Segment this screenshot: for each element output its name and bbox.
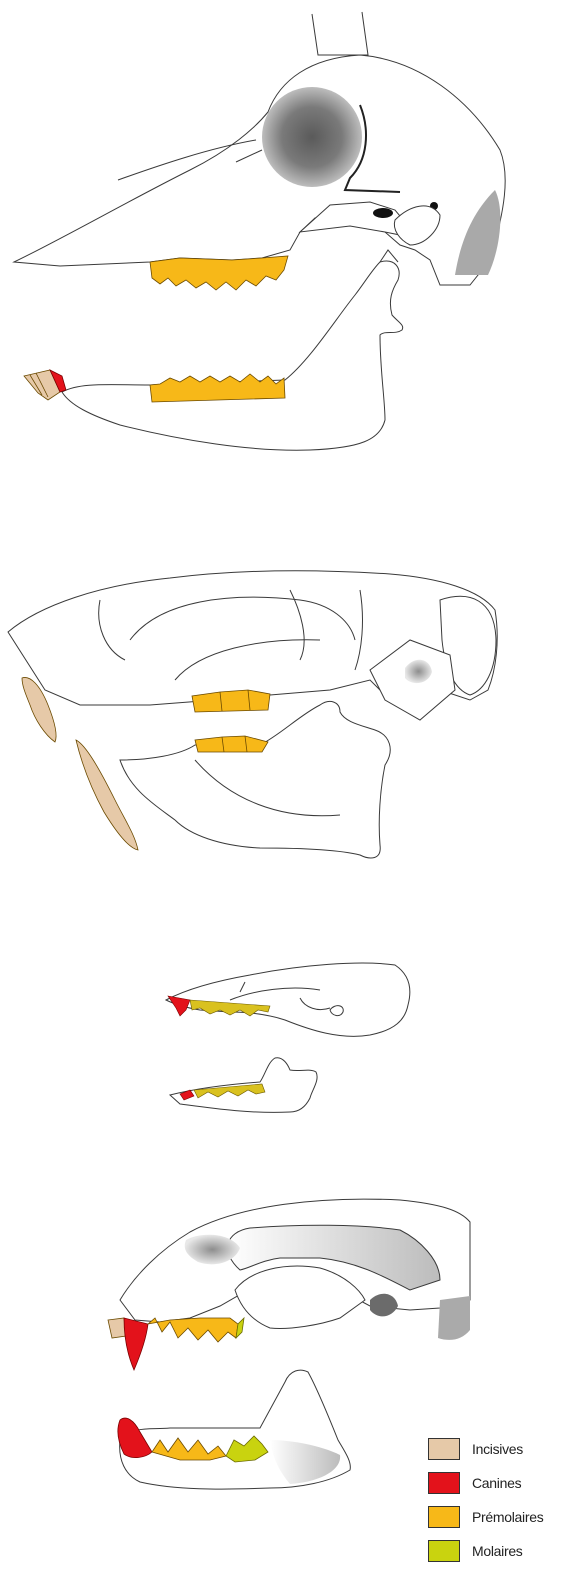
- rodent-mandible: [120, 701, 390, 858]
- legend-label: Prémolaires: [472, 1509, 543, 1525]
- carnivore-upper-premolars: [148, 1318, 238, 1342]
- incisor-swatch-icon: [428, 1438, 460, 1460]
- herbivore-mandible: [62, 261, 403, 450]
- small-cranium: [166, 963, 410, 1036]
- legend-item-premolaires: Prémolaires: [428, 1500, 580, 1534]
- carnivore-upper-molars: [236, 1318, 244, 1338]
- orbit: [262, 87, 362, 187]
- legend-label: Molaires: [472, 1543, 523, 1559]
- carnivore-skull: [108, 1199, 470, 1489]
- legend-label: Incisives: [472, 1441, 523, 1457]
- small-skull: [166, 963, 410, 1112]
- lower-incisor: [76, 740, 138, 850]
- herbivore-skull: [14, 12, 505, 450]
- dental-legend: Incisives Canines Prémolaires Molaires: [428, 1432, 580, 1568]
- legend-item-molaires: Molaires: [428, 1534, 580, 1568]
- upper-cheek-teeth: [150, 256, 288, 290]
- rodent-skull: [8, 571, 497, 858]
- legend-item-incisives: Incisives: [428, 1432, 580, 1466]
- small-mandible: [170, 1058, 317, 1113]
- legend-label: Canines: [472, 1475, 521, 1491]
- herbivore-cranium: [14, 55, 505, 285]
- rodent-lower-molars: [195, 736, 268, 752]
- legend-item-canines: Canines: [428, 1466, 580, 1500]
- carnivore-upper-canine: [124, 1318, 148, 1370]
- canine-swatch-icon: [428, 1472, 460, 1494]
- premolar-swatch-icon: [428, 1506, 460, 1528]
- ear-canal: [373, 208, 393, 218]
- horn-core: [312, 12, 368, 55]
- molar-swatch-icon: [428, 1540, 460, 1562]
- lower-cheek-teeth: [150, 374, 285, 402]
- carnivore-incisors: [108, 1318, 126, 1338]
- coronoid-notch: [380, 250, 398, 262]
- carnivore-occipital: [438, 1296, 470, 1340]
